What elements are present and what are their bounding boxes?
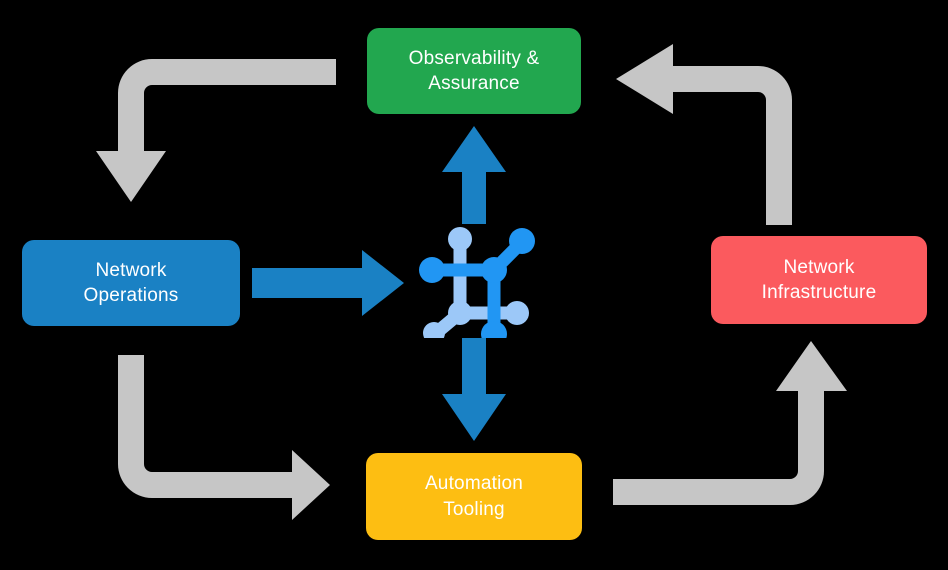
- node-box-observability[interactable]: Observability & Assurance: [367, 28, 581, 114]
- network-mesh-nodes-secondary: [423, 227, 529, 338]
- arrow-center-to-observability: [442, 126, 506, 224]
- node-box-automation-tooling[interactable]: Automation Tooling: [366, 453, 582, 540]
- node-label-observability: Observability & Assurance: [408, 47, 540, 94]
- arrow-center-to-automation-tooling: [442, 338, 506, 441]
- node-label-network-infrastructure: Network Infrastructure: [761, 256, 877, 303]
- arrow-network-infrastructure-to-observability: [616, 44, 792, 225]
- node-label-automation-tooling: Automation Tooling: [424, 473, 524, 520]
- arrow-network-operations-to-automation-tooling: [118, 355, 330, 520]
- arrow-observability-to-network-operations: [96, 59, 336, 202]
- network-mesh-icon: [419, 227, 535, 338]
- network-mesh-nodes-primary: [419, 228, 535, 338]
- node-box-network-operations[interactable]: Network Operations: [22, 240, 240, 326]
- arrow-network-operations-to-center: [252, 250, 404, 316]
- arrow-automation-tooling-to-network-infrastructure: [613, 341, 847, 505]
- node-label-network-operations: Network Operations: [83, 259, 179, 306]
- node-box-network-infrastructure[interactable]: Network Infrastructure: [711, 236, 927, 324]
